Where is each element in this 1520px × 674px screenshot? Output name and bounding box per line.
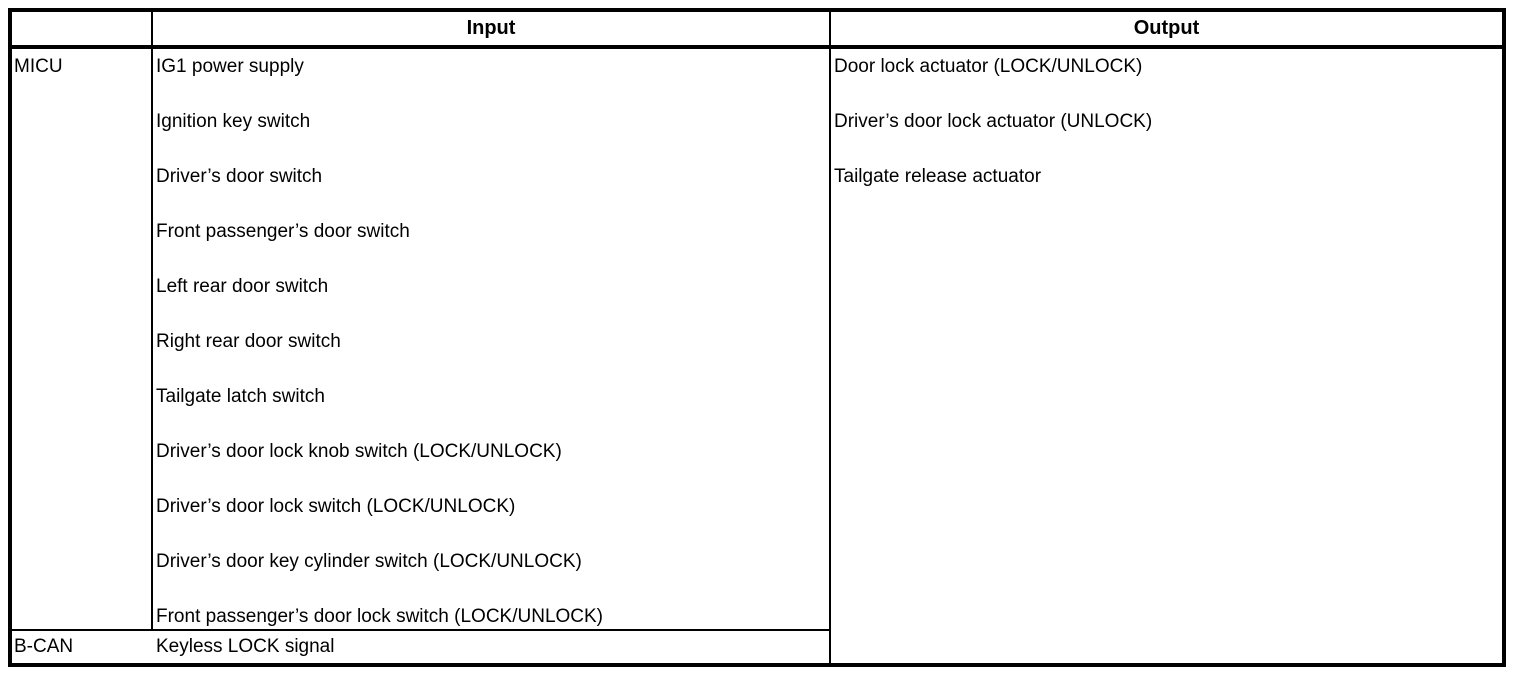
header-cell-output: Output bbox=[831, 12, 1502, 49]
input-item: Tailgate latch switch bbox=[156, 386, 325, 407]
input-item: Front passenger’s door lock switch (LOCK… bbox=[156, 606, 604, 627]
header-cell-input: Input bbox=[153, 12, 831, 49]
input-item: Driver’s door key cylinder switch (LOCK/… bbox=[156, 551, 582, 572]
header-cell-source bbox=[12, 12, 153, 49]
input-item: Right rear door switch bbox=[156, 331, 341, 352]
source-header-label bbox=[12, 12, 151, 45]
input-item: Driver’s door lock knob switch (LOCK/UNL… bbox=[156, 441, 562, 462]
input-item: Driver’s door lock switch (LOCK/UNLOCK) bbox=[156, 496, 516, 517]
bcan-input-item: Keyless LOCK signal bbox=[153, 629, 831, 663]
output-item: Tailgate release actuator bbox=[834, 166, 1042, 187]
row-label-bcan: B-CAN bbox=[12, 629, 153, 663]
output-item: Driver’s door lock actuator (UNLOCK) bbox=[834, 111, 1153, 132]
input-item: Driver’s door switch bbox=[156, 166, 323, 187]
row-label-micu: MICU bbox=[12, 49, 153, 629]
input-header-label: Input bbox=[466, 17, 516, 39]
output-header-label: Output bbox=[1133, 17, 1200, 39]
output-item: Door lock actuator (LOCK/UNLOCK) bbox=[834, 56, 1143, 77]
input-item: Front passenger’s door switch bbox=[156, 221, 410, 242]
input-item: IG1 power supply bbox=[156, 56, 304, 77]
output-list: Door lock actuator (LOCK/UNLOCK) Driver’s… bbox=[831, 49, 1502, 663]
input-item: Ignition key switch bbox=[156, 111, 311, 132]
input-item: Left rear door switch bbox=[156, 276, 329, 297]
